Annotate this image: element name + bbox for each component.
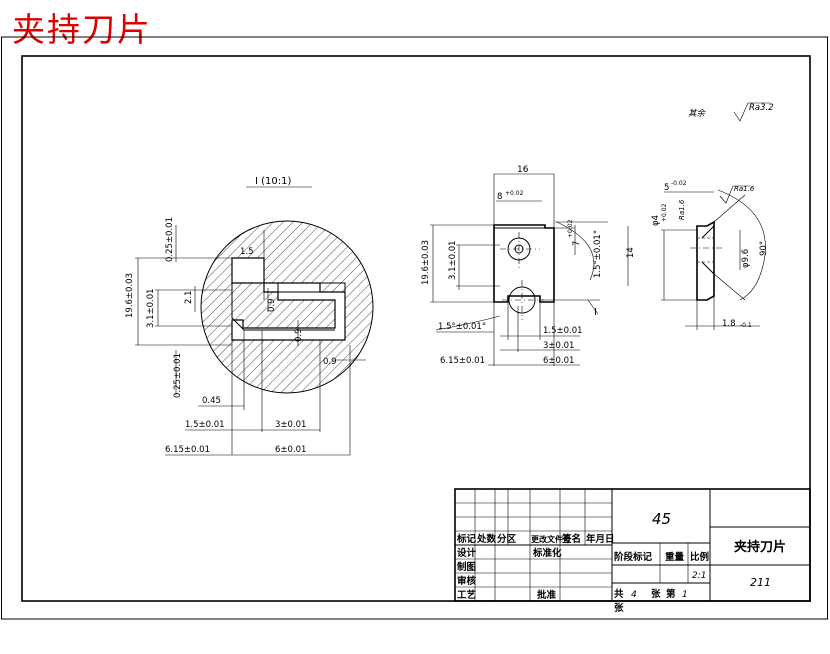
title-block: 标记 处数 分区 更改文件号 签名 年月日 设计 标准化 制图 审核 工艺 批准… — [454, 488, 811, 614]
svg-text:3±0.01: 3±0.01 — [275, 420, 306, 430]
svg-text:1.5±0.01: 1.5±0.01 — [543, 326, 583, 336]
outer-frame — [1, 36, 828, 620]
svg-text:更改文件号: 更改文件号 — [531, 534, 571, 544]
svg-text:3±0.01: 3±0.01 — [543, 341, 574, 351]
svg-text:其余: 其余 — [688, 108, 707, 119]
svg-text:张: 张 — [651, 588, 661, 600]
material-value: 45 — [652, 510, 671, 528]
svg-text:0.9: 0.9 — [294, 328, 304, 342]
svg-text:0.9: 0.9 — [267, 298, 277, 312]
roughness-symbol-icon — [733, 102, 770, 122]
svg-text:6±0.01: 6±0.01 — [275, 445, 306, 455]
svg-text:0.25±0.01: 0.25±0.01 — [173, 353, 183, 398]
svg-text:制图: 制图 — [457, 561, 476, 573]
roughness-symbol-icon — [719, 185, 750, 204]
svg-text:1: 1 — [682, 590, 688, 600]
detail-view-label: I (10:1) — [255, 176, 291, 187]
svg-text:+0.02: +0.02 — [661, 203, 668, 222]
svg-text:1.5°±0.01°: 1.5°±0.01° — [438, 322, 486, 332]
svg-text:6.15±0.01: 6.15±0.01 — [440, 356, 485, 366]
svg-text:+0.02: +0.02 — [567, 219, 574, 238]
drawing-number: 211 — [750, 576, 771, 589]
side-view: 14 φ9.6 90° 5 -0.02 φ4 +0.02 Ra1.6 Ra1.6… — [626, 180, 769, 330]
svg-text:比例: 比例 — [690, 551, 709, 563]
svg-text:2.1: 2.1 — [184, 290, 194, 304]
svg-text:设计: 设计 — [457, 547, 477, 559]
roughness-note: 其余 Ra3.2 — [688, 102, 774, 122]
detail-view: I (10:1) 19.6±0.03 3.1±0.01 0.25±0.01 2.… — [125, 176, 374, 456]
svg-text:19.6±0.03: 19.6±0.03 — [421, 240, 431, 285]
svg-text:φ4: φ4 — [651, 215, 661, 226]
svg-text:共: 共 — [614, 588, 624, 600]
svg-text:8: 8 — [497, 192, 502, 202]
svg-text:19.6±0.03: 19.6±0.03 — [125, 273, 135, 318]
svg-text:14: 14 — [626, 247, 636, 258]
svg-text:6.15±0.01: 6.15±0.01 — [165, 445, 210, 455]
svg-text:φ9.6: φ9.6 — [741, 249, 751, 268]
svg-text:0.45: 0.45 — [202, 396, 221, 406]
svg-text:标准化: 标准化 — [532, 547, 562, 559]
svg-text:年月日: 年月日 — [586, 533, 615, 545]
svg-text:3.1±0.01: 3.1±0.01 — [146, 288, 156, 328]
inner-frame — [21, 55, 811, 602]
svg-text:6±0.01: 6±0.01 — [543, 356, 574, 366]
svg-text:Ra1.6: Ra1.6 — [734, 185, 755, 193]
svg-text:第: 第 — [666, 588, 676, 600]
svg-text:处数: 处数 — [476, 533, 497, 545]
svg-text:-0.02: -0.02 — [671, 180, 687, 187]
svg-text:16: 16 — [517, 165, 529, 175]
scale-value: 2:1 — [692, 571, 706, 581]
svg-text:签名: 签名 — [561, 533, 581, 545]
svg-text:7: 7 — [572, 241, 582, 246]
svg-text:重量: 重量 — [665, 551, 685, 563]
svg-text:批准: 批准 — [537, 589, 557, 601]
page-title: 夹持刀片 — [12, 10, 152, 49]
svg-text:-0.1: -0.1 — [740, 322, 752, 329]
svg-text:+0.02: +0.02 — [505, 190, 524, 197]
svg-text:I: I — [594, 307, 597, 318]
part-name: 夹持刀片 — [734, 539, 786, 555]
svg-text:Ra3.2: Ra3.2 — [749, 103, 774, 113]
svg-text:分区: 分区 — [497, 533, 517, 545]
svg-text:4: 4 — [631, 590, 637, 600]
svg-text:3.1±0.01: 3.1±0.01 — [448, 240, 458, 280]
front-view: 16 8 +0.02 7 +0.02 1.5°±0.01° 19.6±0.03 … — [421, 165, 608, 366]
svg-text:标记: 标记 — [456, 533, 477, 545]
svg-text:0.9: 0.9 — [323, 357, 337, 367]
svg-text:阶段标记: 阶段标记 — [614, 551, 653, 563]
svg-text:审核: 审核 — [457, 575, 477, 587]
svg-text:1.5: 1.5 — [240, 247, 254, 257]
svg-text:90°: 90° — [759, 241, 769, 256]
svg-text:1.5±0.01: 1.5±0.01 — [185, 420, 225, 430]
svg-text:5: 5 — [664, 183, 669, 193]
svg-text:1.8: 1.8 — [722, 319, 736, 329]
svg-text:张: 张 — [614, 602, 624, 614]
svg-text:工艺: 工艺 — [457, 589, 477, 601]
svg-text:1.5°±0.01°: 1.5°±0.01° — [593, 230, 603, 278]
svg-text:Ra1.6: Ra1.6 — [678, 199, 686, 220]
svg-text:0.25±0.01: 0.25±0.01 — [165, 217, 175, 262]
